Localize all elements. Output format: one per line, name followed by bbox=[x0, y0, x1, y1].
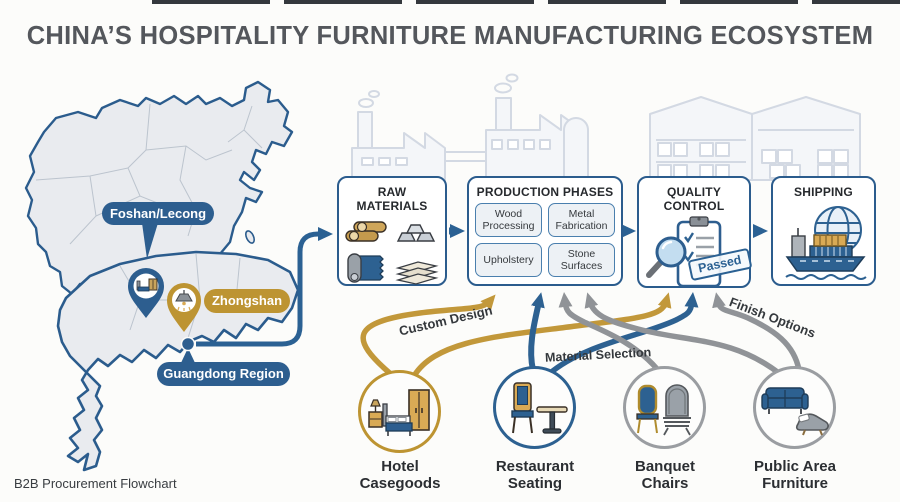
guangdong-dot bbox=[180, 336, 196, 352]
production-phases-title: PRODUCTION PHASES bbox=[476, 185, 614, 199]
metal-ingots-icon bbox=[396, 224, 436, 242]
map-to-flow-connector bbox=[196, 227, 333, 347]
factory-skyline-icon bbox=[351, 73, 861, 181]
restaurant-seating-label: Restaurant Seating bbox=[495, 458, 575, 492]
custom-design-arrow-2 bbox=[411, 292, 672, 379]
stacked-chairs-icon bbox=[635, 383, 691, 435]
banquet-chairs-circle bbox=[623, 366, 706, 449]
guangdong-pointer bbox=[180, 348, 196, 365]
raw-materials-box: RAW MATERIALS bbox=[337, 176, 447, 286]
province-borders bbox=[35, 103, 263, 245]
sofa-and-chaise-icon bbox=[760, 386, 829, 435]
finish-options-arrow-1 bbox=[584, 292, 783, 377]
cargo-ship-icon bbox=[784, 228, 867, 280]
shipping-box: SHIPPING bbox=[771, 176, 876, 286]
foshan-label: Foshan/Lecong bbox=[102, 202, 214, 225]
foshan-pointer bbox=[142, 223, 158, 259]
guangdong-label: Guangdong Region bbox=[157, 362, 290, 386]
hotel-casegoods-label: Hotel Casegoods bbox=[359, 458, 441, 492]
hotel-casegoods-circle bbox=[358, 370, 441, 453]
raw-materials-icons bbox=[345, 221, 439, 285]
shipping-icons bbox=[784, 206, 867, 280]
public-area-furniture-label: Public Area Furniture bbox=[754, 458, 836, 492]
banquet-chairs-label: Banquet Chairs bbox=[635, 458, 695, 492]
production-phases-box: PRODUCTION PHASES Wood Processing Metal … bbox=[467, 176, 623, 286]
china-outline bbox=[24, 80, 294, 296]
quality-control-title: QUALITY CONTROL bbox=[663, 185, 725, 213]
zhongshan-label: Zhongshan bbox=[204, 289, 290, 313]
phase-metal-fabrication: Metal Fabrication bbox=[548, 203, 615, 237]
china-map bbox=[24, 80, 300, 472]
foshan-pin bbox=[128, 268, 164, 318]
custom-design-arrow-1 bbox=[360, 294, 496, 378]
public-area-furniture-circle bbox=[753, 366, 836, 449]
waves bbox=[784, 274, 867, 280]
furniture-icon bbox=[136, 278, 158, 292]
phase-grid: Wood Processing Metal Fabrication Uphols… bbox=[469, 203, 621, 277]
wood-panels-icon bbox=[395, 261, 439, 285]
category-input-arrows bbox=[360, 292, 802, 379]
phase-upholstery: Upholstery bbox=[475, 243, 542, 277]
top-dashed-bar bbox=[152, 0, 900, 4]
quality-control-box: QUALITY CONTROL Passed bbox=[637, 176, 753, 288]
restaurant-seating-circle bbox=[493, 366, 576, 449]
material-selection-arrow-1 bbox=[528, 292, 545, 373]
taiwan-island bbox=[245, 230, 255, 244]
bedroom-set-icon bbox=[367, 388, 430, 436]
fabric-roll-icon bbox=[347, 253, 384, 283]
logs-icon bbox=[345, 221, 387, 242]
phase-wood-processing: Wood Processing bbox=[475, 203, 542, 237]
footer-caption: B2B Procurement Flowchart bbox=[14, 476, 177, 491]
page-title: CHINA’S HOSPITALITY FURNITURE MANUFACTUR… bbox=[26, 22, 874, 50]
shipping-title: SHIPPING bbox=[794, 185, 853, 199]
phase-stone-surfaces: Stone Surfaces bbox=[548, 243, 615, 277]
zhongshan-pin bbox=[167, 283, 201, 332]
material-selection-arrow-2 bbox=[546, 292, 699, 377]
raw-materials-title: RAW MATERIALS bbox=[356, 185, 428, 213]
pendant-lamp-icon bbox=[175, 290, 193, 311]
chair-and-table-icon bbox=[510, 381, 568, 434]
banquet-input-arrow bbox=[558, 292, 661, 373]
finish-options-arrow-2 bbox=[712, 292, 802, 373]
